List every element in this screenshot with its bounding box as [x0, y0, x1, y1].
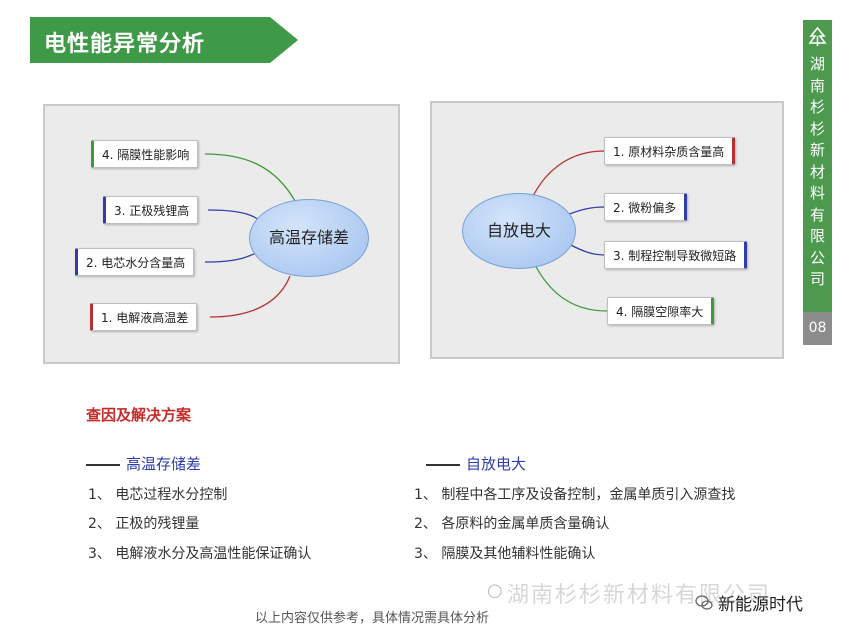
node-cell-moisture: 2. 电芯水分含量高 — [75, 248, 195, 276]
solution-heading-high-temp-text: 高温存储差 — [126, 455, 202, 473]
heading-dash — [86, 463, 120, 466]
title-banner: 电性能异常分析 — [30, 17, 298, 63]
node-process-micro-short: 3. 制程控制导致微短路 — [604, 241, 748, 269]
wechat-account-name: 新能源时代 — [718, 595, 803, 615]
mindmap-high-temp-storage: 4. 隔膜性能影响 3. 正极残锂高 2. 电芯水分含量高 1. 电解液高温差 … — [43, 104, 400, 364]
node-separator-porosity: 4. 隔膜空隙率大 — [607, 297, 715, 325]
solution-right-item: 2、 各原料的金属单质含量确认 — [414, 516, 610, 532]
solution-heading-self-discharge: 自放电大 — [426, 453, 526, 474]
company-sidebar: 湖南杉杉新材料有限公司 — [803, 20, 832, 320]
wechat-icon — [695, 595, 713, 610]
company-name-vertical: 湖南杉杉新材料有限公司 — [809, 55, 825, 288]
page-number: 08 — [803, 312, 832, 345]
mindmap-center-self-discharge: 自放电大 — [462, 193, 576, 269]
banner-arrow-shape — [30, 17, 298, 63]
solution-right-item: 1、 制程中各工序及设备控制，金属单质引入源查找 — [414, 487, 736, 503]
solution-left-item: 2、 正极的残锂量 — [88, 516, 200, 532]
mindmap-center-high-temp-storage: 高温存储差 — [249, 199, 369, 277]
solution-right-item: 3、 隔膜及其他辅料性能确认 — [414, 546, 596, 562]
node-cathode-residual-lithium: 3. 正极残锂高 — [103, 196, 199, 224]
node-fine-powder: 2. 微粉偏多 — [604, 193, 688, 221]
company-logo-icon — [808, 26, 827, 46]
solution-heading-high-temp: 高温存储差 — [86, 453, 201, 474]
solution-left-item: 3、 电解液水分及高温性能保证确认 — [88, 546, 312, 562]
mindmap-self-discharge: 自放电大 1. 原材料杂质含量高 2. 微粉偏多 3. 制程控制导致微短路 4.… — [430, 101, 784, 359]
footer-disclaimer: 以上内容仅供参考，具体情况需具体分析 — [255, 611, 490, 626]
heading-dash — [426, 463, 460, 466]
node-electrolyte-high-temp: 1. 电解液高温差 — [90, 303, 198, 331]
node-raw-material-impurity: 1. 原材料杂质含量高 — [604, 137, 736, 165]
watermark-wechat-icon: ○ — [487, 580, 503, 601]
node-separator-performance: 4. 隔膜性能影响 — [91, 140, 199, 168]
company-watermark: 湖南杉杉新材料有限公司 — [507, 583, 772, 608]
solution-left-item: 1、 电芯过程水分控制 — [88, 487, 228, 503]
solution-heading-self-discharge-text: 自放电大 — [466, 455, 527, 473]
page-title: 电性能异常分析 — [44, 32, 206, 57]
solutions-title: 查因及解决方案 — [86, 406, 192, 424]
